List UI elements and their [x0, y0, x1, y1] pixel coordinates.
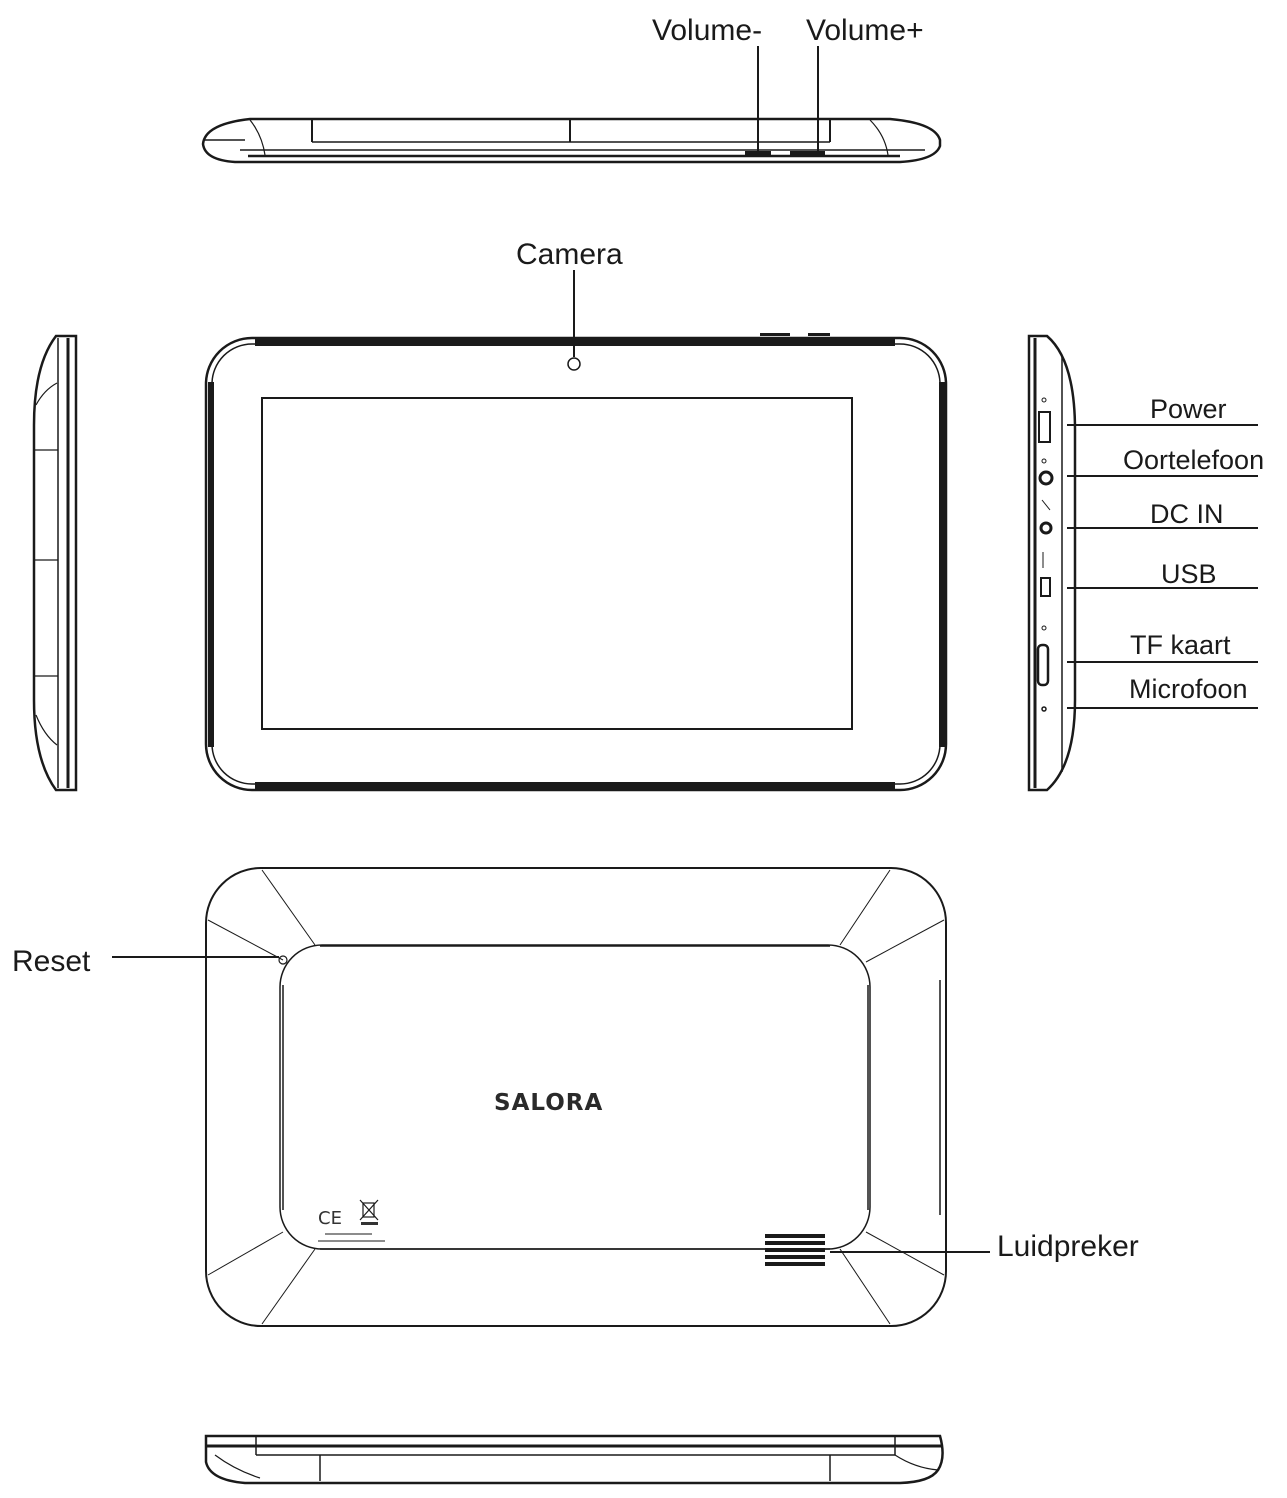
left-side-view: [32, 334, 78, 792]
ce-mark: CE: [318, 1208, 342, 1229]
back-view: SALORA CE Luidpreker Reset: [12, 867, 1139, 1327]
volume-plus-button: [790, 151, 825, 156]
volume-plus-label: Volume+: [806, 14, 924, 47]
power-port: [1038, 411, 1051, 443]
reset-hole: [278, 955, 288, 965]
usb-port: [1040, 577, 1051, 597]
usb-label: USB: [1161, 559, 1217, 589]
microphone-hole: [1041, 706, 1047, 712]
dc-in-label: DC IN: [1150, 499, 1224, 529]
screen: [261, 397, 853, 730]
reset-label: Reset: [12, 945, 91, 978]
right-side-view: Power Oortelefoon DC IN USB TF kaart Mic…: [1027, 334, 1264, 792]
brand-logo: SALORA: [494, 1090, 603, 1116]
bottom-edge-view: [204, 1434, 944, 1485]
top-edge-view: Volume- Volume+: [201, 14, 942, 164]
camera-lens: [567, 357, 581, 371]
weee-bin-icon: [359, 1199, 379, 1225]
dc-in-port: [1039, 521, 1053, 535]
volume-minus-label: Volume-: [652, 14, 762, 47]
earphone-jack: [1038, 470, 1054, 486]
speaker-grille: [765, 1234, 825, 1266]
front-view: Camera: [204, 238, 948, 792]
luidpreker-label: Luidpreker: [997, 1230, 1139, 1263]
power-label: Power: [1150, 394, 1227, 424]
volume-minus-button: [745, 151, 771, 156]
oortelefoon-label: Oortelefoon: [1123, 445, 1264, 475]
camera-label: Camera: [516, 238, 623, 271]
microfoon-label: Microfoon: [1129, 674, 1248, 704]
tf-kaart-label: TF kaart: [1130, 630, 1231, 660]
tf-card-slot: [1036, 643, 1050, 687]
